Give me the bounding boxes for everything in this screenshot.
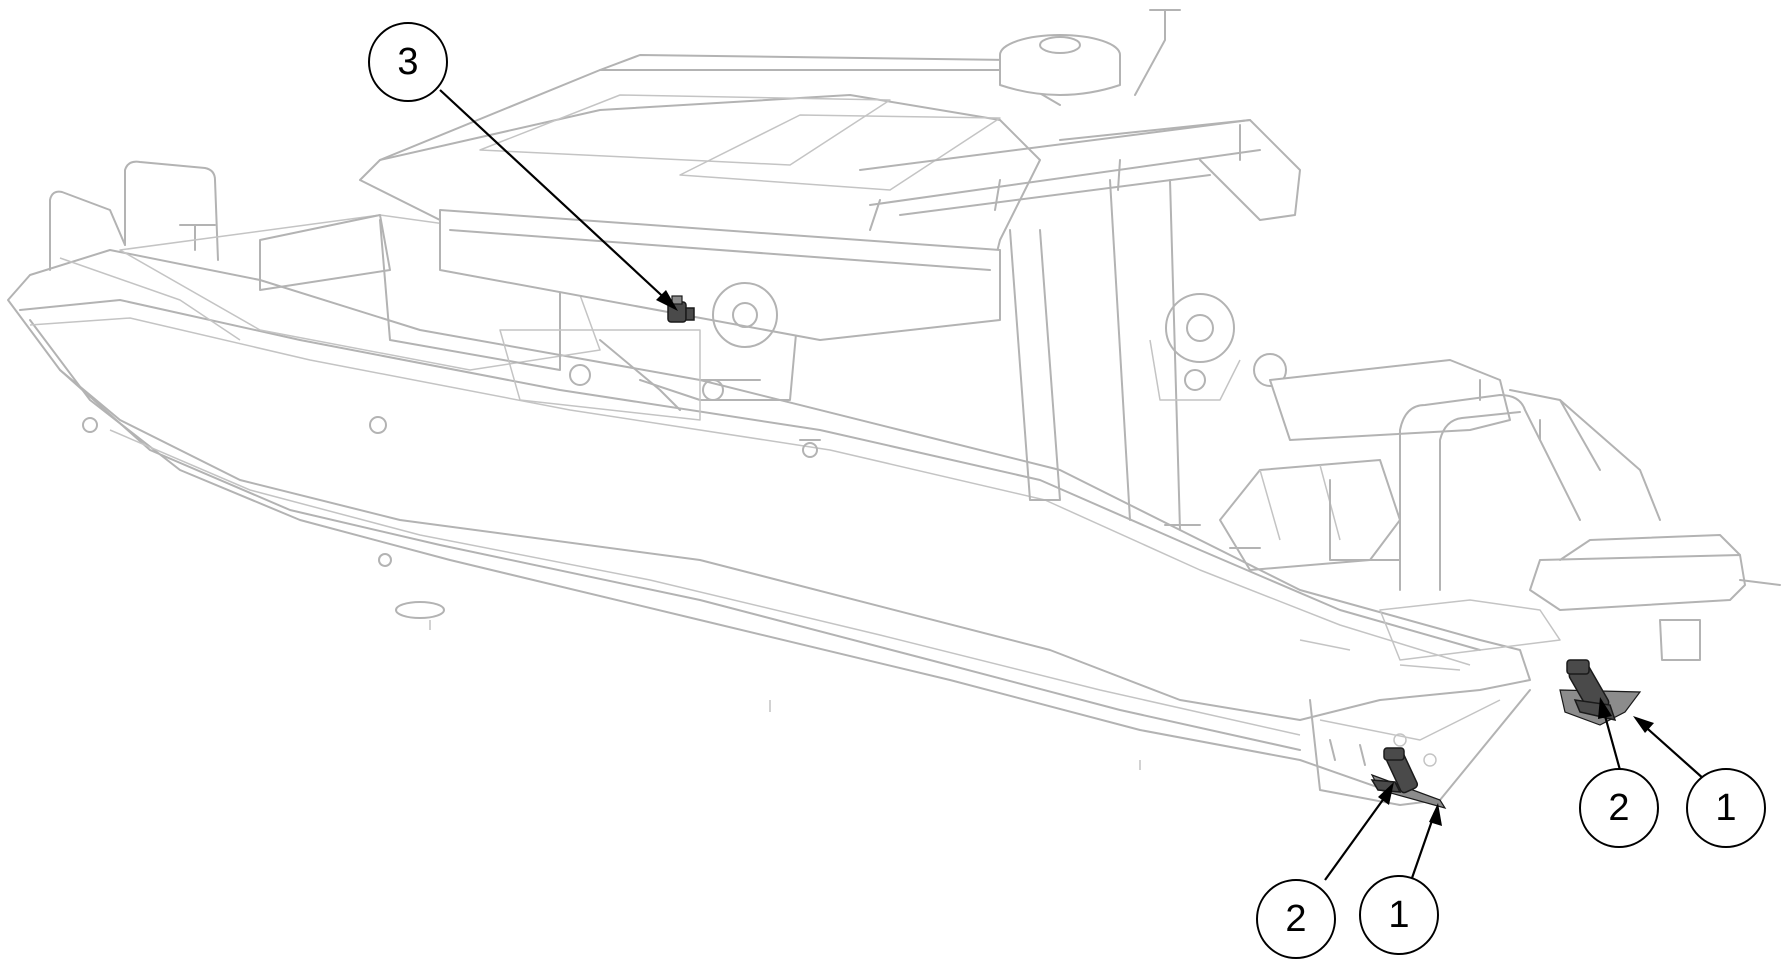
callout-1-right-label: 1	[1715, 787, 1736, 829]
arrowhead-1-left	[1429, 803, 1442, 826]
callout-2-left-label: 2	[1285, 898, 1306, 940]
callout-3: 3	[368, 22, 448, 102]
highlighted-parts	[667, 295, 1642, 809]
leader-2-left	[1324, 789, 1391, 881]
callout-1-right: 1	[1686, 768, 1766, 848]
leader-lines	[439, 89, 1706, 881]
leader-1-right	[1639, 721, 1706, 781]
trim-tab-assembly-left	[1370, 747, 1447, 809]
callout-1-left: 1	[1359, 875, 1439, 955]
leader-1-left	[1410, 811, 1437, 879]
callout-2-right: 2	[1579, 768, 1659, 848]
callout-1-left-label: 1	[1388, 894, 1409, 936]
boat-outline	[7, 9, 1781, 806]
callout-2-right-label: 2	[1608, 787, 1629, 829]
callout-2-left: 2	[1256, 879, 1336, 959]
leader-3	[439, 89, 673, 306]
callout-3-label: 3	[397, 41, 418, 83]
arrowhead-2-right	[1598, 697, 1612, 719]
arrowhead-3	[656, 290, 678, 311]
arrowhead-2-left	[1378, 782, 1394, 805]
arrowhead-1-right	[1633, 716, 1654, 733]
